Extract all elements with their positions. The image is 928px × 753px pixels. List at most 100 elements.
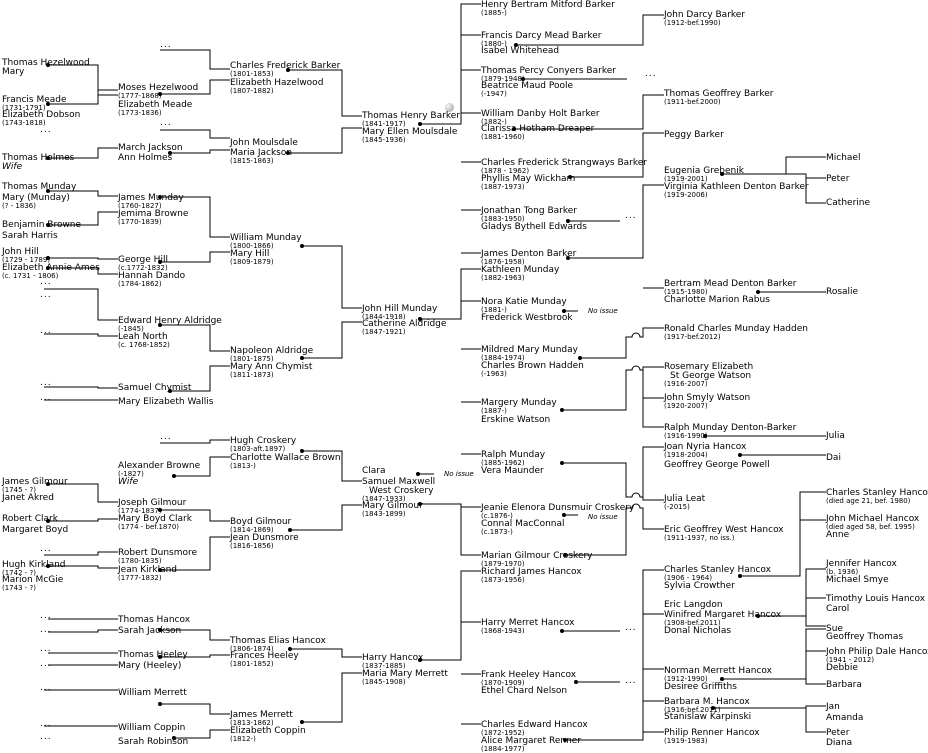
person-name[interactable]: Eric Geoffrey West Hancox [664,525,784,535]
person-name[interactable]: Julia [826,431,845,441]
person-name[interactable]: West Croskery [369,486,434,496]
person-name[interactable]: Mary Boyd Clark [118,514,192,524]
person-name[interactable]: Barbara [826,680,862,690]
person-name[interactable]: Jan [826,702,840,712]
person-name[interactable]: Charles Frederick Strangways Barker [481,158,647,168]
person-name[interactable]: Mary Gilmour [362,501,423,511]
person-name[interactable]: Janet Akred [2,493,54,503]
person-name[interactable]: John Darcy Barker [664,10,746,20]
more-ancestors-ellipsis[interactable]: ... [40,544,52,554]
marriage-node-dot[interactable] [720,172,724,176]
person-name[interactable]: Hugh Croskery [230,436,297,446]
person-name[interactable]: John Moulsdale [230,138,298,148]
marriage-node-dot[interactable] [286,68,290,72]
marriage-node-dot[interactable] [46,189,50,193]
marriage-node-dot[interactable] [418,122,422,126]
marriage-node-dot[interactable] [418,502,422,506]
person-name[interactable]: Frances Heeley [230,651,299,661]
marriage-node-dot[interactable] [46,519,50,523]
person-name[interactable]: Elizabeth Coppin [230,726,306,736]
person-name[interactable]: Maria Mary Merrett [362,669,448,679]
person-name[interactable]: Charles Stanley Hancox [664,565,771,575]
person-name[interactable]: Thomas Hezelwood [2,58,90,68]
more-ancestors-ellipsis[interactable]: ... [40,611,52,621]
person-name[interactable]: Charlotte Marion Rabus [664,295,770,305]
marriage-node-dot[interactable] [521,77,525,81]
person-name[interactable]: Frank Heeley Hancox [481,670,577,680]
person-name[interactable]: William Merrett [118,688,187,698]
person-name[interactable]: Elizabeth Hazelwood [230,78,324,88]
person-name[interactable]: Marion McGie [2,575,64,585]
marriage-node-dot[interactable] [514,43,518,47]
marriage-node-dot[interactable] [720,677,724,681]
marriage-node-dot[interactable] [512,127,516,131]
person-name[interactable]: Moses Hezelwood [118,83,199,93]
person-name[interactable]: Margaret Boyd [2,525,69,535]
person-name[interactable]: Thomas Heeley [118,650,188,660]
person-name[interactable]: Jonathan Tong Barker [481,206,577,216]
more-ancestors-ellipsis[interactable]: ... [160,432,172,442]
person-name[interactable]: Mary [2,67,25,77]
person-name[interactable]: Samuel Maxwell [362,477,436,487]
more-ancestors-ellipsis[interactable]: ... [40,125,52,135]
person-name[interactable]: Bertram Mead Denton Barker [664,279,797,289]
more-ancestors-ellipsis[interactable]: ... [625,623,637,633]
marriage-node-dot[interactable] [46,156,50,160]
person-name[interactable]: Carol [826,604,850,614]
more-ancestors-ellipsis[interactable]: ... [40,378,52,388]
marriage-node-dot[interactable] [172,474,176,478]
more-ancestors-ellipsis[interactable]: ... [40,732,52,742]
person-name[interactable]: Catherine Aldridge [362,319,447,329]
person-name[interactable]: Vera Maunder [481,466,544,476]
marriage-node-dot[interactable] [46,266,50,270]
marriage-node-dot[interactable] [563,738,567,742]
person-name[interactable]: Elizabeth Meade [118,100,193,110]
person-name[interactable]: Mary (Heeley) [118,661,182,671]
person-name[interactable]: Eric Langdon [664,600,723,610]
person-name[interactable]: Norman Merrett Hancox [664,666,772,676]
person-name[interactable]: Margery Munday [481,398,557,408]
person-name[interactable]: Harry Merret Hancox [481,618,575,628]
person-name[interactable]: James Merrett [230,710,293,720]
person-name[interactable]: Anne [826,530,850,540]
marriage-node-dot[interactable] [46,256,50,260]
person-name[interactable]: Sylvia Crowther [664,581,735,591]
person-name[interactable]: Beatrice Maud Poole [481,81,574,91]
person-name[interactable]: Elizabeth Dobson [2,110,81,120]
marriage-node-dot[interactable] [46,102,50,106]
marriage-node-dot[interactable] [46,482,50,486]
person-name[interactable]: Michael [826,153,861,163]
marriage-node-dot[interactable] [286,151,290,155]
person-name[interactable]: Thomas Henry Barker [362,111,460,121]
person-name[interactable]: William Coppin [118,723,186,733]
person-name[interactable]: Robert Dunsmore [118,548,198,558]
person-name[interactable]: Mary Hill [230,249,270,259]
person-name[interactable]: Julia Leat [664,494,706,504]
marriage-node-dot[interactable] [703,434,707,438]
marriage-node-dot[interactable] [738,453,742,457]
person-name[interactable]: Catherine [826,198,871,208]
person-name[interactable]: Jean Kirkland [118,565,178,575]
more-ancestors-ellipsis[interactable]: ... [40,719,52,729]
person-name[interactable]: Samuel Chymist [118,383,192,393]
more-ancestors-ellipsis[interactable]: ... [625,676,637,686]
person-name[interactable]: Eugenia Grebenik [664,166,744,176]
marriage-node-dot[interactable] [563,553,567,557]
marriage-node-dot[interactable] [46,223,50,227]
person-name[interactable]: March Jackson [118,143,183,153]
person-name[interactable]: Napoleon Aldridge [230,346,314,356]
more-ancestors-ellipsis[interactable]: ... [40,290,52,300]
person-name[interactable]: Boyd Gilmour [230,517,292,527]
person-name[interactable]: George Hill [118,255,168,265]
person-name[interactable]: Joan Nyria Hancox [664,442,747,452]
person-name[interactable]: Sarah Jackson [118,626,182,636]
person-name[interactable]: John Hill [2,247,39,257]
marriage-node-dot[interactable] [158,655,162,659]
person-name[interactable]: Jeanie Elenora Dunsmuir Croskery [481,503,635,513]
person-name[interactable]: Edward Henry Aldridge [118,316,222,326]
person-name[interactable]: Sarah Robinson [118,737,189,747]
marriage-node-dot[interactable] [560,461,564,465]
more-ancestors-ellipsis[interactable]: ... [160,118,172,128]
person-name[interactable]: Diana [826,738,853,748]
marriage-node-dot[interactable] [560,408,564,412]
